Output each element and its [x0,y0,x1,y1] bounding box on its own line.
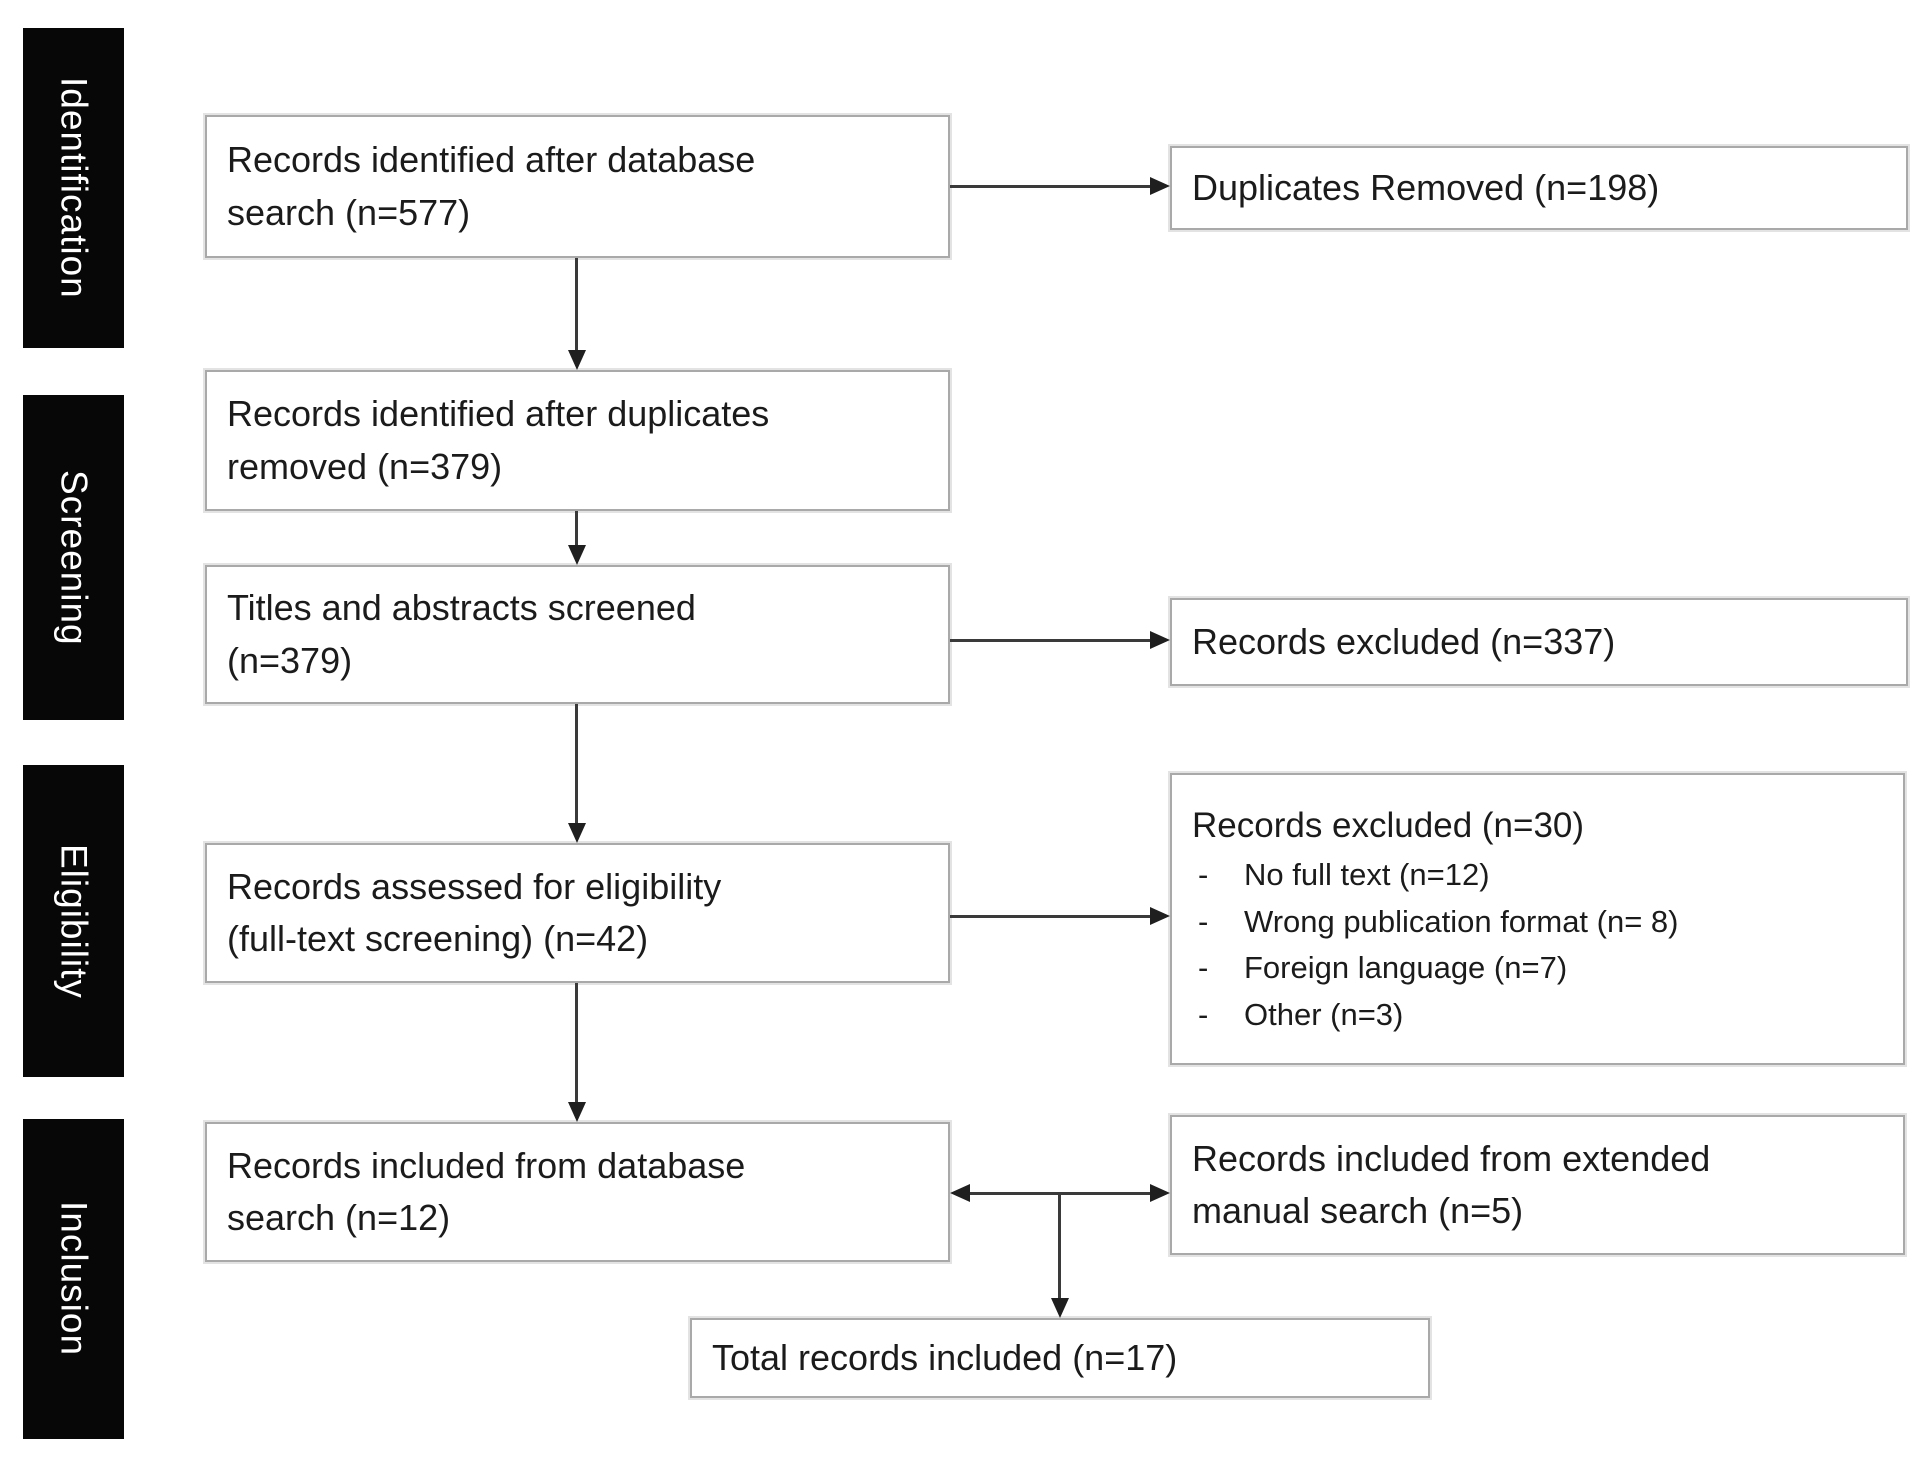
excluded-reason-label: Wrong publication format (n= 8) [1244,903,1679,939]
box-records-after-duplicates: Records identified after duplicates remo… [205,370,950,511]
arrow-line-afterdup-to-screened [575,511,578,547]
arrowhead-db-to-duplicates [1150,177,1170,195]
bullet-dash: - [1198,950,1209,986]
box-records-excluded-screening: Records excluded (n=337) [1170,598,1908,686]
box-records-included-database: Records included from database search (n… [205,1122,950,1262]
arrow-line-eligibility-to-excluded [950,915,1152,918]
box-titles-abstracts-screened: Titles and abstracts screened (n=379) [205,565,950,704]
arrow-line-to-total [1058,1192,1061,1300]
arrowhead-screened-to-eligibility [568,823,586,843]
stage-eligibility: Eligibility [23,765,124,1077]
arrowhead-db-to-afterdup [568,350,586,370]
bullet-dash: - [1198,996,1209,1032]
arrowhead-screened-to-excluded [1150,631,1170,649]
box-records-identified-database: Records identified after database search… [205,115,950,258]
arrowhead-included-right [1150,1184,1170,1202]
excluded-reason-no-full-text: - No full text (n=12) [1192,852,1883,899]
excluded-reason-wrong-format: - Wrong publication format (n= 8) [1192,899,1883,946]
excluded-fulltext-title: Records excluded (n=30) [1192,805,1585,845]
box-records-excluded-fulltext: Records excluded (n=30) - No full text (… [1170,773,1905,1065]
stage-inclusion: Inclusion [23,1119,124,1439]
arrow-line-eligibility-to-included [575,983,578,1104]
arrowhead-included-left [950,1184,970,1202]
arrowhead-eligibility-to-included [568,1102,586,1122]
bullet-dash: - [1198,903,1209,939]
arrow-line-db-to-afterdup [575,258,578,352]
stage-identification: Identification [23,28,124,348]
arrow-line-db-to-duplicates [950,185,1152,188]
excluded-reason-foreign-language: - Foreign language (n=7) [1192,945,1883,992]
arrowhead-to-total [1051,1298,1069,1318]
excluded-reason-other: - Other (n=3) [1192,992,1883,1039]
arrowhead-afterdup-to-screened [568,545,586,565]
box-duplicates-removed: Duplicates Removed (n=198) [1170,146,1908,230]
box-records-included-manual: Records included from extended manual se… [1170,1115,1905,1255]
excluded-reason-label: Other (n=3) [1244,996,1404,1032]
stage-screening: Screening [23,395,124,720]
excluded-reason-label: No full text (n=12) [1244,857,1490,893]
arrow-line-screened-to-eligibility [575,704,578,825]
box-records-assessed-eligibility: Records assessed for eligibility (full-t… [205,843,950,983]
arrow-line-screened-to-excluded [950,639,1152,642]
arrowhead-eligibility-to-excluded [1150,907,1170,925]
bullet-dash: - [1198,857,1209,893]
box-total-records-included: Total records included (n=17) [690,1318,1430,1398]
excluded-reason-label: Foreign language (n=7) [1244,950,1568,986]
